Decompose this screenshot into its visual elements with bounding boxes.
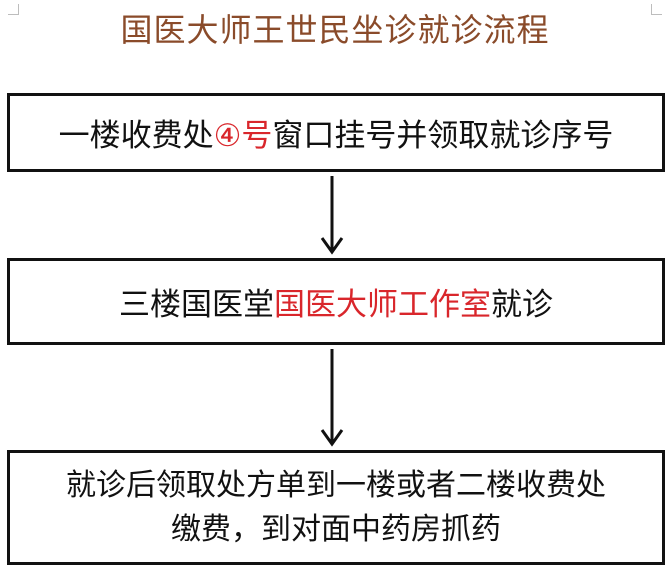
step-1-text: 一楼收费处④号窗口挂号并领取就诊序号	[59, 110, 614, 155]
step-1-after: 窗口挂号并领取就诊序号	[272, 118, 614, 154]
step-3-text: 就诊后领取处方单到一楼或者二楼收费处 缴费，到对面中药房抓药	[66, 464, 606, 552]
step-1-box: 一楼收费处④号窗口挂号并领取就诊序号	[7, 93, 665, 172]
arrow-down-icon	[320, 349, 344, 447]
step-2-box: 三楼国医堂国医大师工作室就诊	[7, 258, 665, 345]
arrow-down-icon	[320, 176, 344, 255]
corner-mark-right	[651, 4, 662, 15]
corner-mark-left	[8, 4, 19, 15]
step-2-after: 就诊	[491, 287, 553, 323]
step-2-text: 三楼国医堂国医大师工作室就诊	[119, 279, 553, 324]
step-3-line-1: 就诊后领取处方单到一楼或者二楼收费处	[66, 467, 606, 503]
step-2-highlight: 国医大师工作室	[274, 287, 491, 323]
page-title: 国医大师王世民坐诊就诊流程	[120, 11, 550, 49]
step-3-box: 就诊后领取处方单到一楼或者二楼收费处 缴费，到对面中药房抓药	[7, 450, 665, 565]
step-1-highlight: ④号	[213, 118, 273, 154]
step-1-before: 一楼收费处	[58, 118, 214, 154]
step-3-line-2: 缴费，到对面中药房抓药	[171, 511, 501, 547]
step-2-before: 三楼国医堂	[119, 287, 274, 323]
